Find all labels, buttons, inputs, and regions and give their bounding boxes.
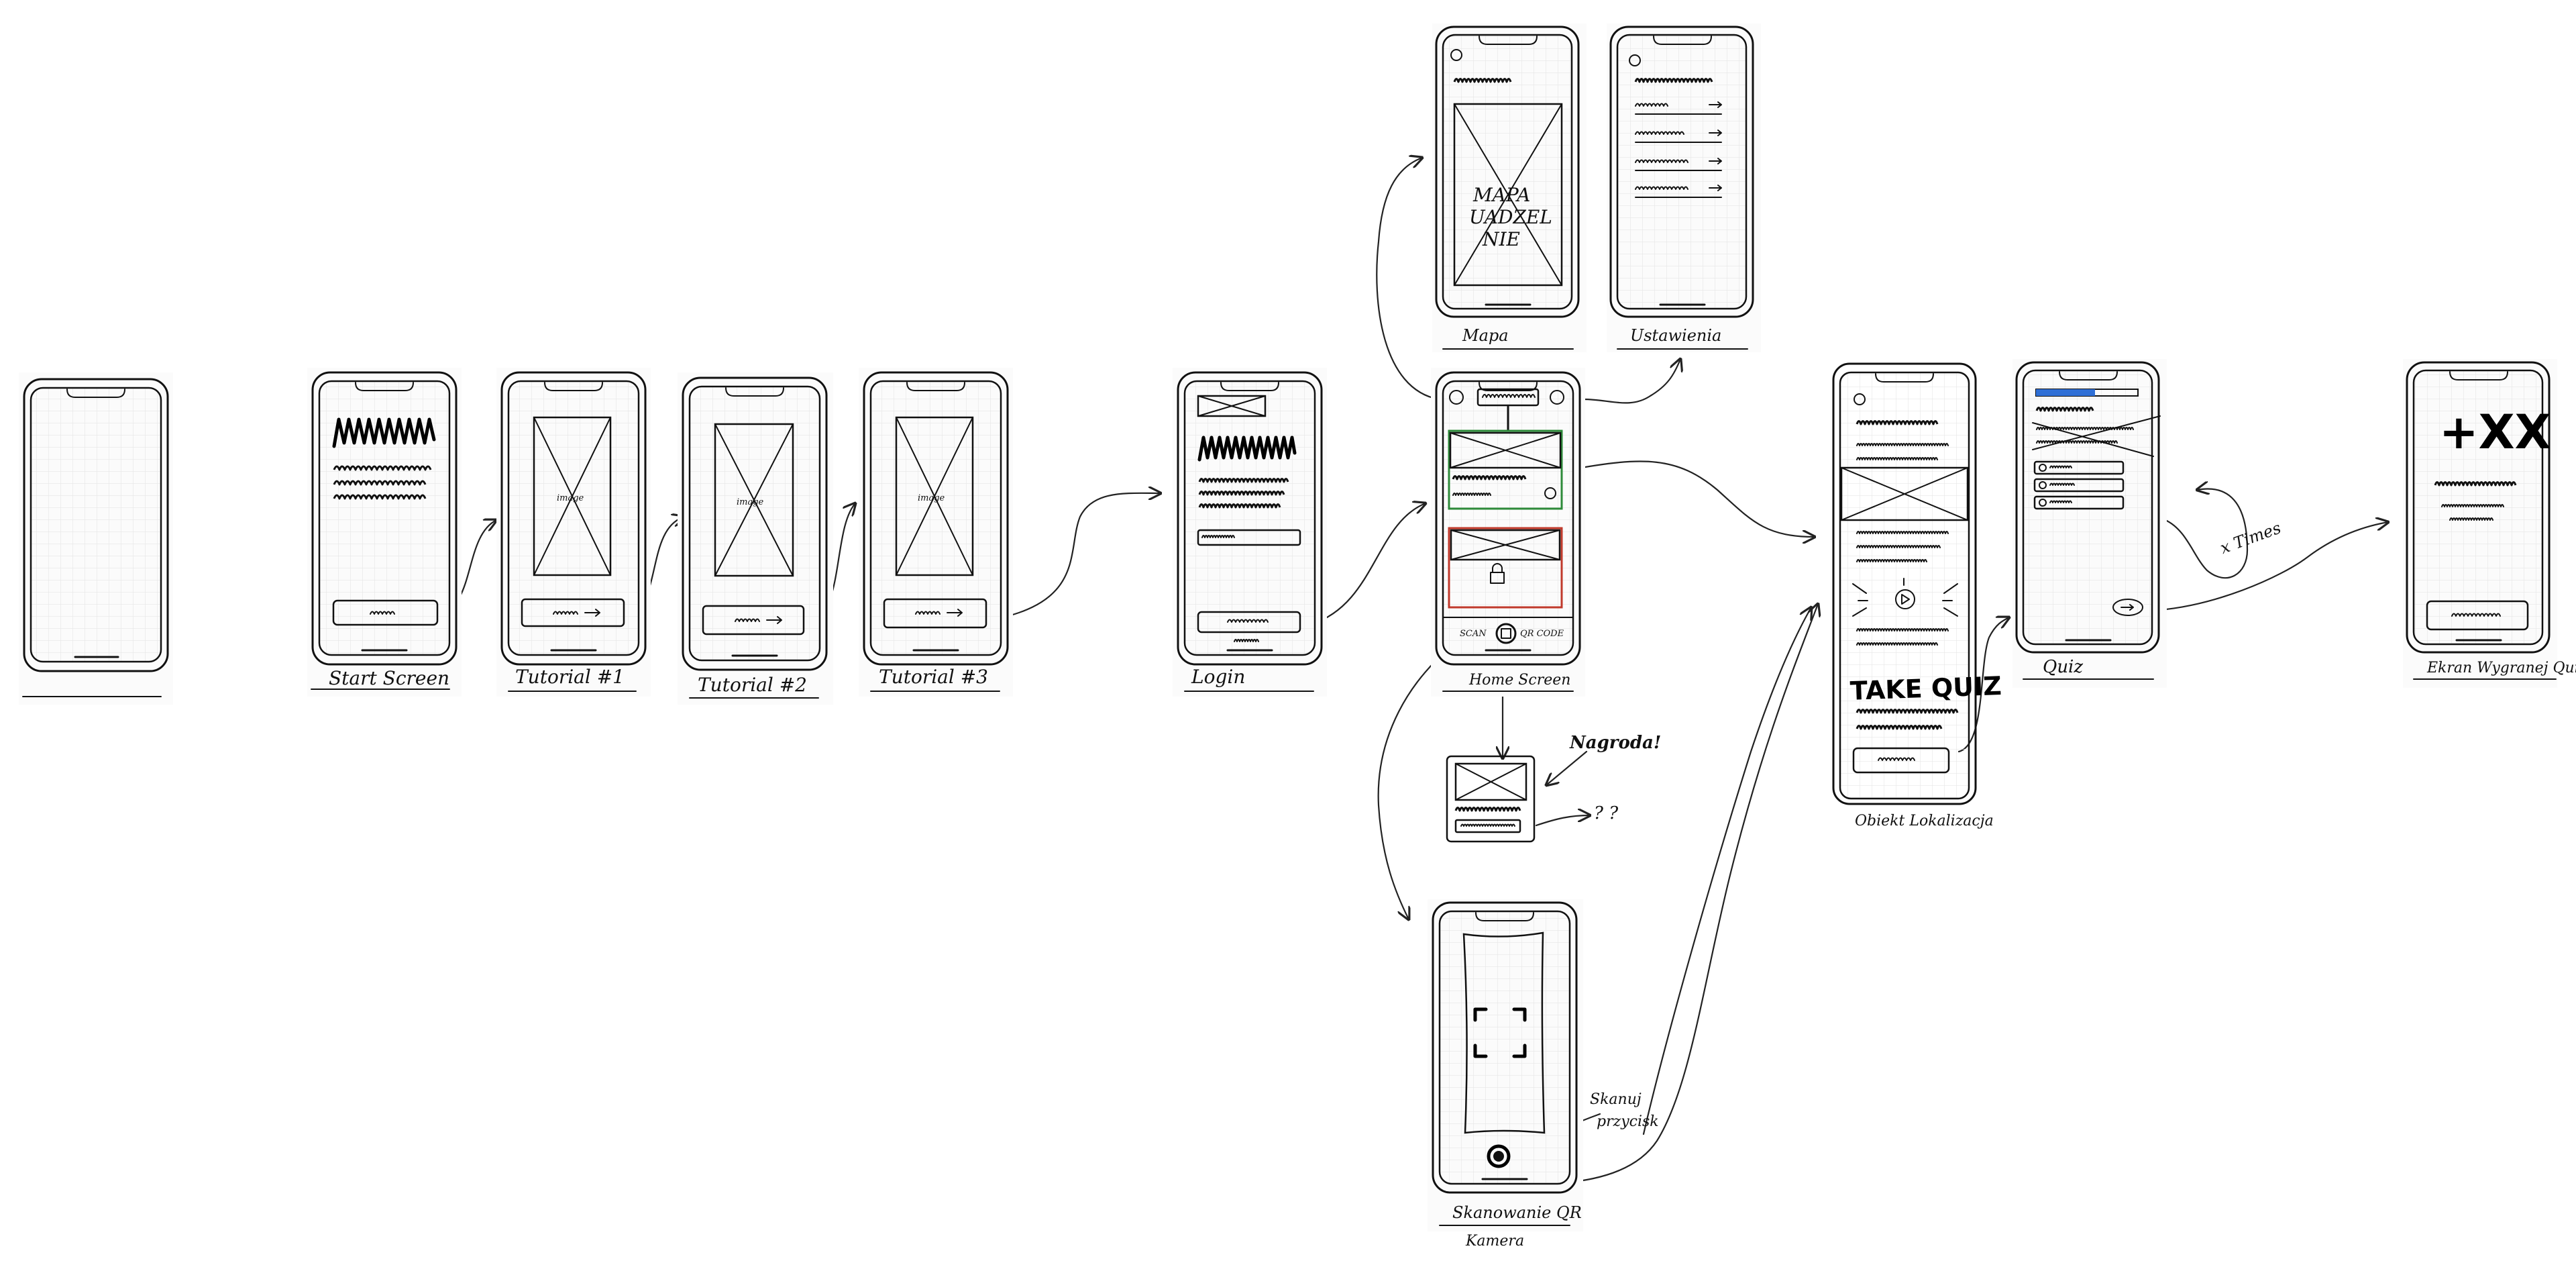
quiz-answer[interactable] <box>2033 495 2125 510</box>
object-card-locked[interactable] <box>1448 527 1563 609</box>
caption-kamera: Skanowanie QR <box>1452 1203 1582 1222</box>
arrow-kamera-to-object-2 <box>1642 607 1811 1135</box>
image-label: image <box>557 493 584 503</box>
arrow-home-to-kamera <box>1377 640 1460 919</box>
text-scribble-2 <box>333 480 427 486</box>
image-label: image <box>737 497 764 507</box>
back-icon[interactable] <box>1629 54 1641 66</box>
quiz-next-button[interactable] <box>2112 599 2143 616</box>
settings-list[interactable] <box>1635 101 1722 198</box>
qr-scan-button[interactable] <box>1495 623 1517 644</box>
video-player[interactable] <box>1852 578 1958 617</box>
caption-home-screen: Home Screen <box>1468 672 1570 689</box>
image-label: image <box>918 493 945 503</box>
phone-start-screen: Start Screen <box>307 368 462 697</box>
take-quiz-button[interactable] <box>1852 747 1950 774</box>
map-placeholder-line-2: UADZEL <box>1469 206 1552 228</box>
quiz-progress-fill <box>2036 389 2095 396</box>
caption-ustawienia: Ustawienia <box>1630 326 1721 345</box>
phone-quiz: Quiz x Times <box>2012 359 2284 688</box>
text-scribble-1 <box>333 465 432 471</box>
quiz-answer[interactable] <box>2033 460 2125 475</box>
phone-mapa: MAPA UADZEL NIE Mapa <box>1432 23 1587 352</box>
caption-tutorial-1: Tutorial #1 <box>515 666 625 688</box>
next-button[interactable] <box>883 598 987 629</box>
arrow-reward-to-unknown <box>1535 815 1590 827</box>
arrow-object-to-quiz <box>1957 617 2009 753</box>
lock-icon <box>1490 563 1505 584</box>
reward-popup: Nagroda! ? ? <box>1446 733 1661 843</box>
phone-quiz-result: +XX Ekran Wygranej Quizu <box>2403 359 2576 688</box>
scan-note-line-1: Skanuj <box>1590 1091 1642 1108</box>
shutter-button[interactable] <box>1487 1144 1511 1168</box>
next-button[interactable] <box>521 598 625 627</box>
phone-tutorial-1: image Tutorial #1 <box>496 368 651 697</box>
arrow-quiz-to-result <box>2149 522 2388 612</box>
next-button[interactable] <box>702 605 805 636</box>
quiz-answer-list[interactable] <box>2033 460 2125 510</box>
continue-button[interactable] <box>2426 600 2529 631</box>
caption-login: Login <box>1191 666 1245 688</box>
title-scribble <box>332 417 436 448</box>
arrow-kamera-to-object <box>1505 604 1818 1184</box>
play-icon[interactable] <box>1895 589 1915 609</box>
unknown-note: ? ? <box>1594 803 1619 823</box>
back-icon[interactable] <box>1854 393 1866 405</box>
tutorial-image-placeholder <box>714 423 794 577</box>
arrow-tutorial3-to-login <box>985 493 1161 622</box>
arrow-home-to-ustawienia <box>1582 359 1680 404</box>
caption-object-lokalizacja: Obiekt Lokalizacja <box>1855 813 1994 829</box>
login-input-field[interactable] <box>1197 529 1301 546</box>
map-placeholder-line-1: MAPA <box>1472 184 1530 206</box>
caption-tutorial-2: Tutorial #2 <box>698 674 807 696</box>
arrow-home-to-object <box>1568 460 1815 537</box>
open-arrow-icon[interactable] <box>1544 487 1556 499</box>
settings-icon[interactable] <box>1550 390 1564 405</box>
quiz-answer[interactable] <box>2033 478 2125 493</box>
tutorial-image-placeholder <box>533 416 612 576</box>
text-scribble-3 <box>333 494 427 500</box>
scan-note-line-2: przycisk <box>1597 1113 1659 1130</box>
phone-ustawienia: Ustawienia <box>1607 23 1761 352</box>
object-image <box>1840 466 1969 521</box>
start-button[interactable] <box>332 599 439 626</box>
logo-placeholder <box>1197 395 1267 417</box>
retry-note: x Times <box>2218 518 2284 558</box>
home-header <box>1477 388 1540 407</box>
reward-button[interactable] <box>1454 819 1521 833</box>
phone-kamera: Skanowanie QR Kamera Skanuj przycisk <box>1428 899 1659 1250</box>
back-icon[interactable] <box>1450 49 1462 61</box>
phone-home-screen: SCAN QR CODE Home Screen <box>1431 368 1585 697</box>
object-card-unlocked[interactable] <box>1448 429 1563 510</box>
phone-object-lokalizacja: TAKE QUIZ Obiekt Lokalizacja <box>1832 362 2002 829</box>
map-icon[interactable] <box>1449 390 1464 405</box>
scan-frame-icon <box>1473 1007 1527 1058</box>
caption-quiz-result: Ekran Wygranej Quizu <box>2426 660 2576 676</box>
arrow-login-to-home <box>1310 503 1426 625</box>
map-placeholder-line-3: NIE <box>1482 228 1520 250</box>
caption-start-screen: Start Screen <box>329 667 449 689</box>
caption-quiz: Quiz <box>2043 657 2083 677</box>
login-button[interactable] <box>1197 611 1301 633</box>
reward-note: Nagroda! <box>1569 733 1661 753</box>
tutorial-image-placeholder <box>895 416 974 576</box>
arrow-reward-note <box>1546 750 1588 785</box>
arrow-quiz-retry-loop <box>2164 489 2249 579</box>
take-quiz-heading: TAKE QUIZ <box>1849 671 2002 706</box>
camera-viewfinder <box>1462 931 1546 1134</box>
score-display: +XX <box>2439 405 2551 460</box>
caption-tutorial-3: Tutorial #3 <box>879 666 988 688</box>
arrow-home-to-mapa <box>1376 158 1440 401</box>
tab-scan[interactable]: SCAN <box>1460 629 1487 639</box>
map-view[interactable] <box>1453 103 1563 287</box>
phone-tutorial-2: image Tutorial #2 <box>678 372 833 705</box>
phone-tutorial-3: image Tutorial #3 <box>859 368 1013 697</box>
tab-qr-code[interactable]: QR CODE <box>1520 629 1564 639</box>
caption-kamera-sub: Kamera <box>1465 1233 1524 1250</box>
phone-blank <box>19 372 173 705</box>
caption-mapa: Mapa <box>1462 326 1509 345</box>
phone-login: Login <box>1173 368 1327 697</box>
